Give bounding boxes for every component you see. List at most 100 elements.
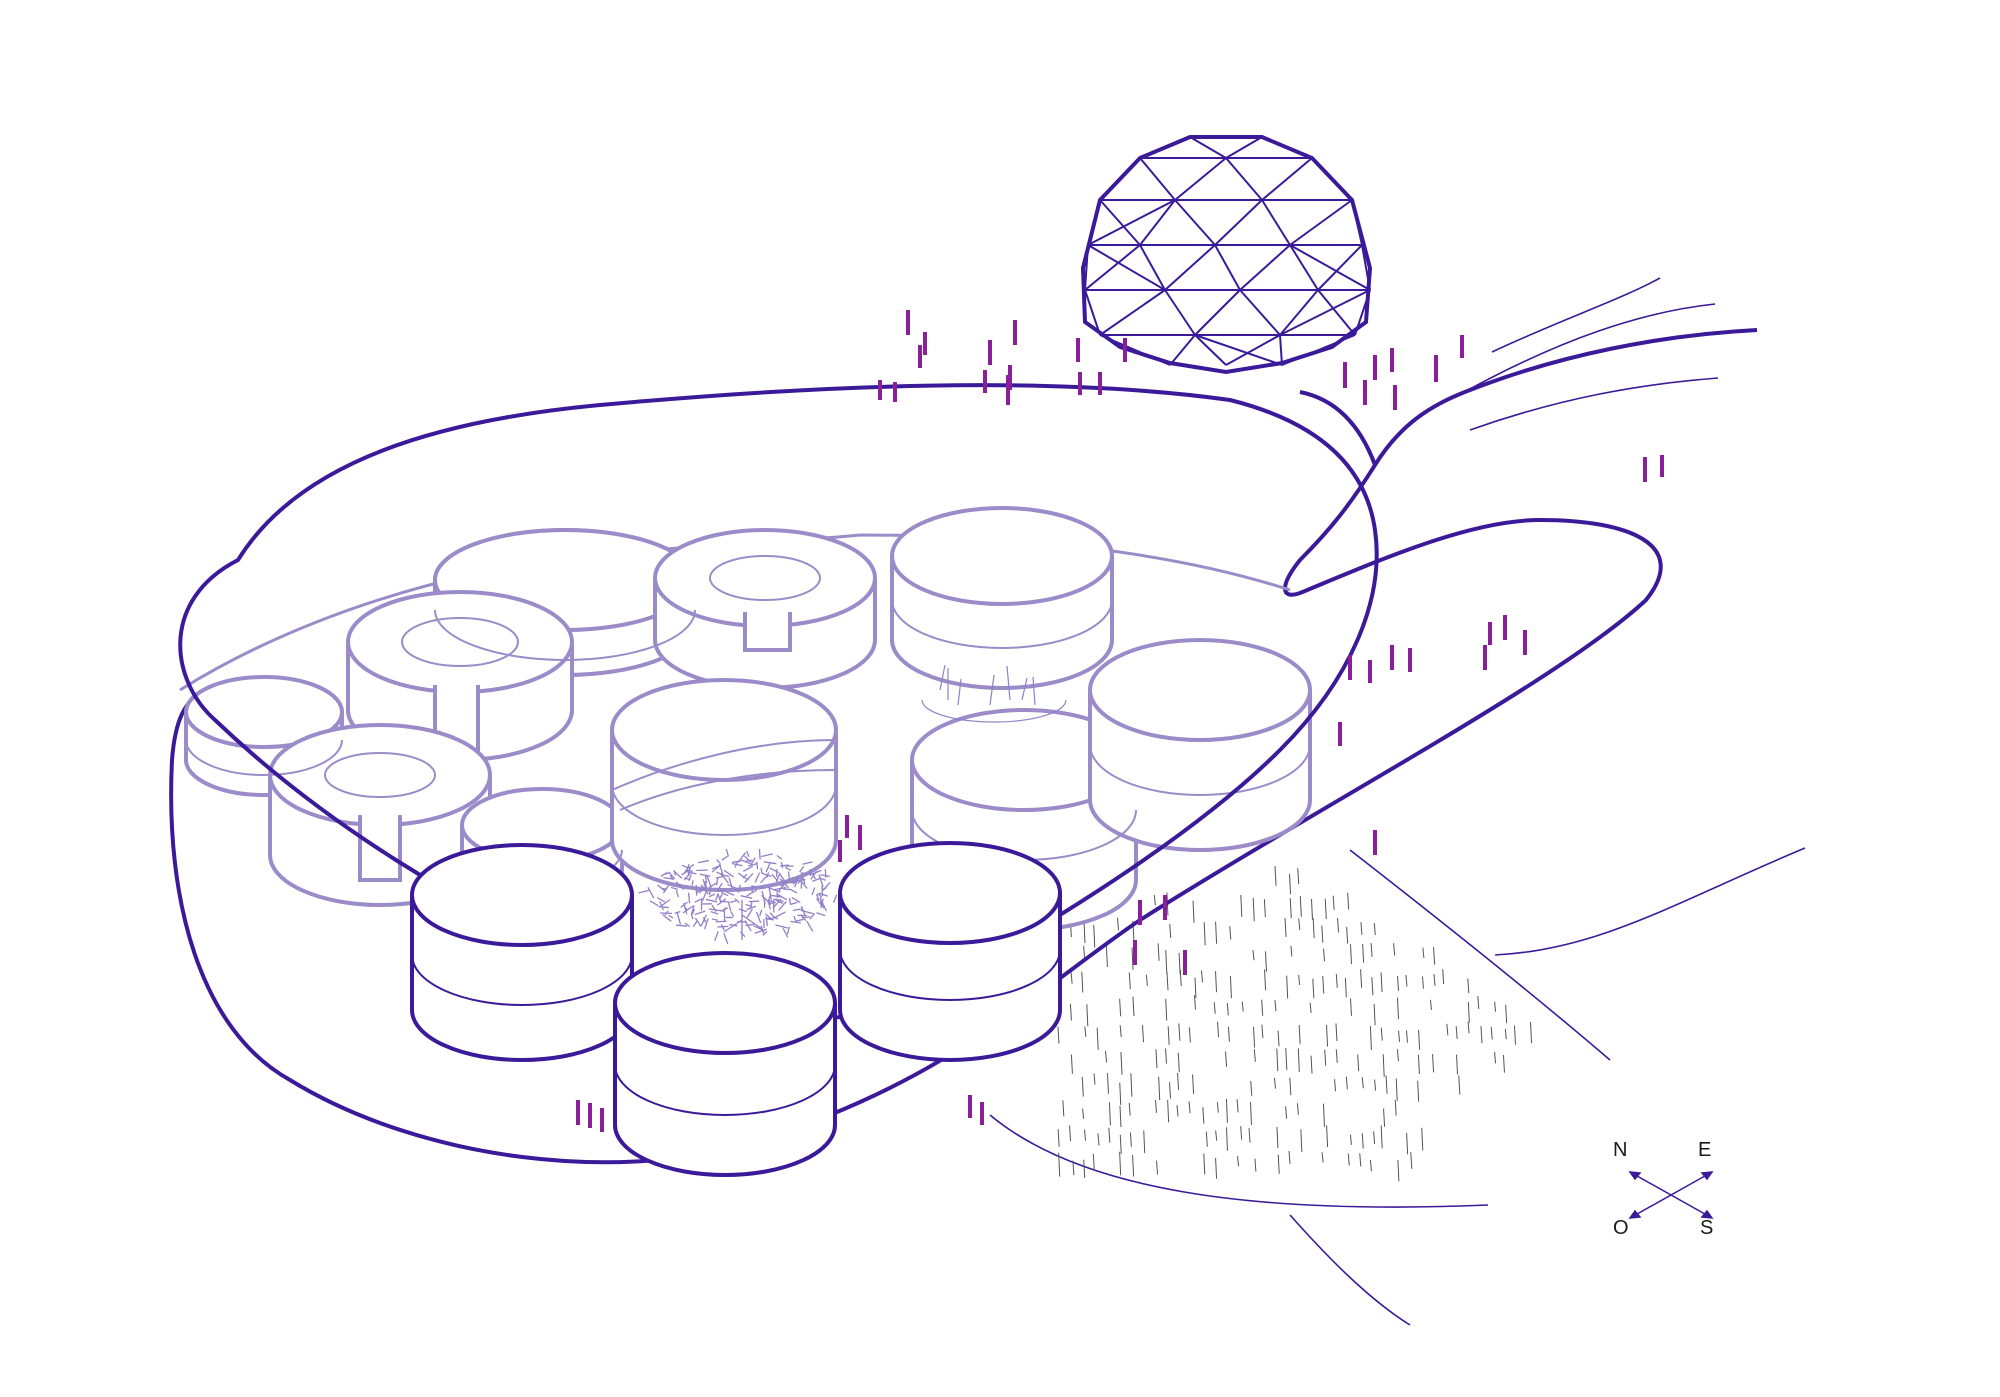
leaf-stroke [816,912,826,917]
leaf-stroke [700,914,708,927]
hatch-stroke [1321,925,1324,943]
hatch-stroke [1062,1100,1065,1117]
hatch-stroke [1362,943,1365,963]
hatch-stroke [1154,1099,1157,1113]
leaf-stroke [769,867,780,874]
dome-strut [1225,136,1263,159]
hatch-stroke [1410,1152,1413,1169]
hatch-stroke [1326,1125,1329,1148]
leaf-stroke [815,898,825,909]
hatch-stroke [1300,1129,1303,1153]
hatch-stroke [1417,1080,1420,1102]
leaf-stroke [675,881,685,891]
leaf-stroke [761,872,772,878]
hatch-stroke [1252,949,1255,961]
hatch-stroke [1240,1126,1243,1140]
dome-strut [1099,199,1141,246]
dome-strut [1139,244,1166,291]
leaf-stroke [762,930,768,936]
hatch-stroke [1382,1054,1385,1077]
leaf-stroke [763,861,777,865]
hatch-stroke [1396,997,1399,1019]
hatch-stroke [1273,1077,1276,1089]
canopy-outline [178,383,1379,1021]
hatch-stroke [1289,874,1292,895]
leaf-stroke [751,885,758,889]
hatch-stroke [1070,972,1073,984]
leaf-stroke [720,924,725,931]
hatch-stroke [1398,1030,1401,1042]
leaf-stroke [660,871,668,877]
leaf-stroke [758,848,761,860]
leaf-stroke [684,877,691,881]
leaf-stroke [691,880,694,886]
hatch-stroke [1166,972,1169,991]
hatch-stroke [1120,1051,1123,1075]
dome-strut [1169,334,1196,366]
leaf-stroke [760,867,763,874]
hatch-stroke [1349,944,1352,965]
hatch-stroke [1310,898,1313,920]
hatch-stroke [1369,1160,1372,1172]
hatch-stroke [1193,995,1196,1010]
leaf-stroke [711,864,721,870]
leaf-stroke [704,881,708,889]
hatch-stroke [1349,1134,1352,1145]
leaf-stroke [657,884,666,892]
hatch-stroke [1227,1026,1230,1042]
leaf-stroke [768,888,773,901]
hatch-stroke [1225,1099,1228,1123]
leaf-stroke [738,908,748,913]
dome-strut [1099,334,1171,366]
hatch-stroke [1530,1021,1533,1044]
dome-strut [1225,334,1281,366]
hatch-stroke [1290,945,1293,957]
hatch-stroke [1276,1126,1279,1149]
leaf-stroke [800,872,808,875]
shrub-trunk [723,900,763,940]
hatch-stroke [1084,1129,1087,1141]
leaf-stroke [788,897,792,905]
hatch-stroke [1406,1133,1409,1155]
hatch-stroke [1215,1157,1218,1179]
leaf-stroke [718,863,724,877]
leaf-stroke [739,931,746,938]
hatch-stroke [1057,1026,1060,1044]
leaf-stroke [727,883,738,890]
hatch-stroke [1253,1049,1256,1062]
hatch-stroke [1132,996,1135,1017]
leaf-stroke [662,914,672,922]
hatch-stroke [1241,1001,1244,1012]
hatch-stroke [1394,1099,1397,1116]
leaf-stroke [676,912,682,925]
dome-strut [1317,289,1356,336]
leaf-stroke [797,878,804,884]
leaf-stroke [721,855,728,861]
leaf-stroke [694,917,702,927]
leaf-stroke [683,872,691,881]
hatch-stroke [1177,1072,1180,1090]
hatch-stroke [1084,1026,1087,1037]
leaf-stroke [647,887,655,899]
hatch-stroke [1178,1023,1181,1041]
dome-strut [1279,289,1319,336]
leaf-stroke [740,895,753,899]
leaf-stroke [638,889,650,894]
hatch-stroke [1337,917,1340,933]
hatch-stroke [1380,1027,1383,1041]
hatch-stroke [1347,1153,1350,1166]
leaf-stroke [734,861,739,868]
leaf-stroke [790,920,801,924]
hatch-stroke [1380,972,1383,993]
leaf-stroke [816,892,822,898]
hatch-stroke [1225,1051,1228,1067]
leaf-stroke [663,877,673,880]
dome-strut [1214,244,1241,291]
hatch-stroke [1322,1103,1325,1127]
hatch-stroke [1131,947,1134,970]
leaf-stroke [832,894,838,904]
leaf-stroke [742,873,748,879]
dome-strut [1139,136,1191,159]
hatch-stroke [1215,921,1218,944]
hatch-stroke [1177,1052,1180,1073]
